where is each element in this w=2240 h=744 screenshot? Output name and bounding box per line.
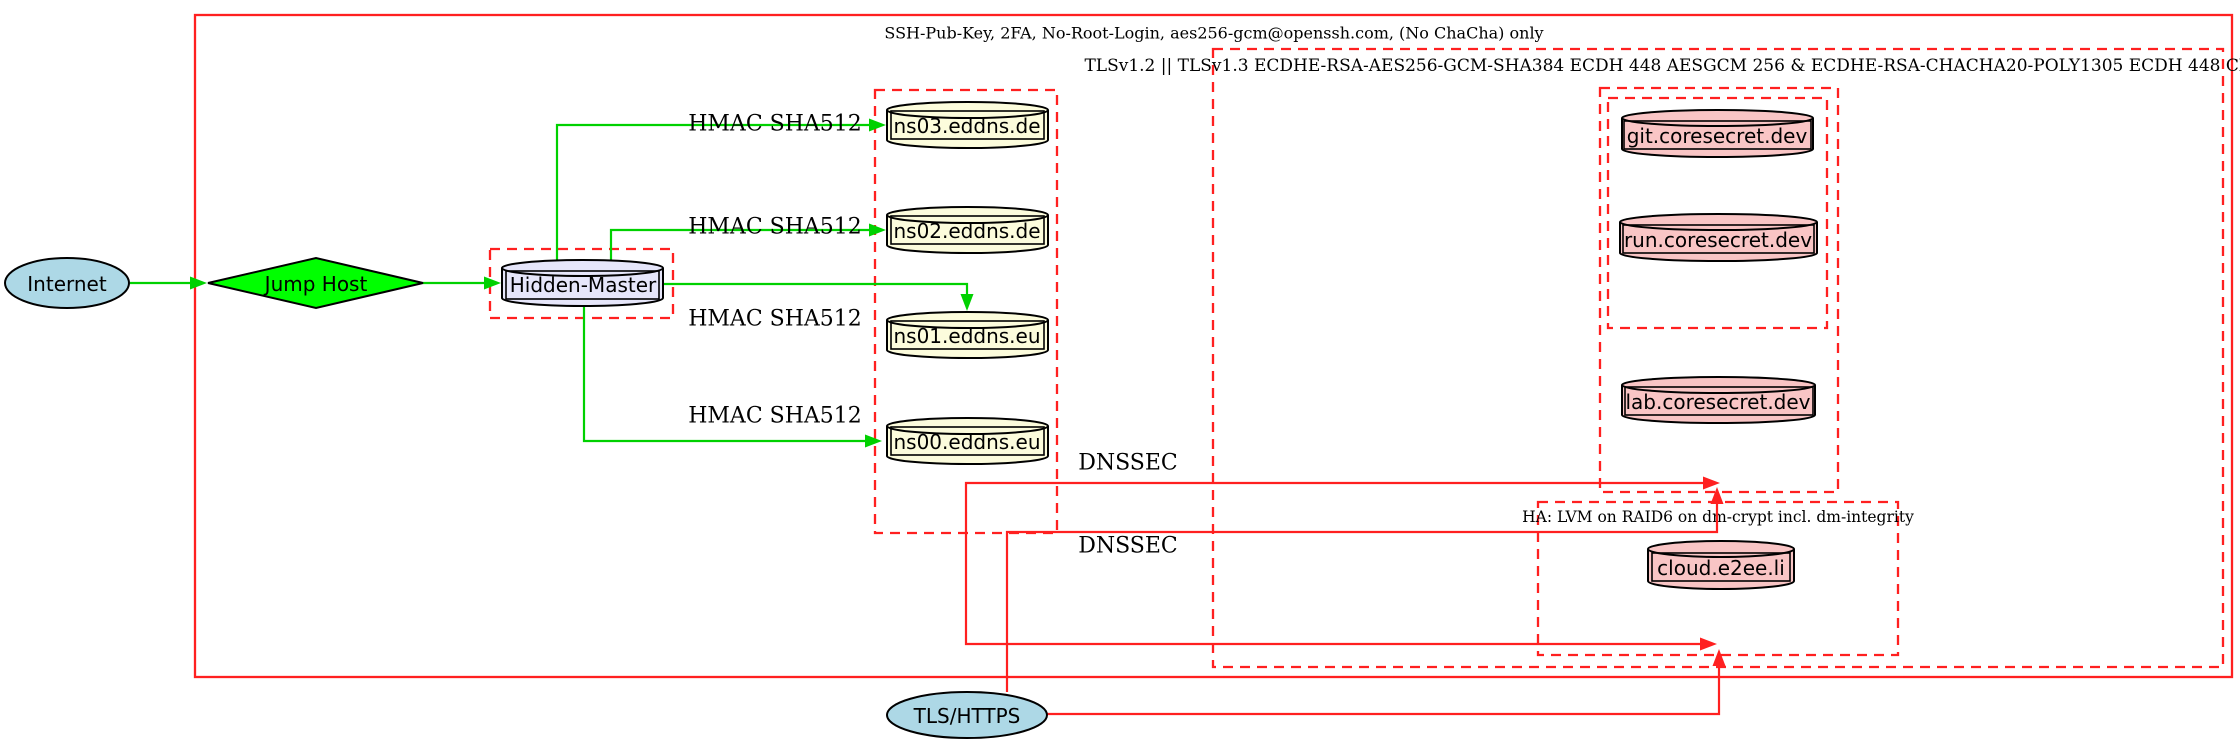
cloud-label-box <box>1651 552 1791 582</box>
node-tls-https: TLS/HTTPS <box>886 691 1048 739</box>
lab-cylinder-lid <box>1621 384 1816 394</box>
edge-label-dnssec-lower: DNSSEC <box>1078 534 1178 559</box>
node-lab: lab.coresecret.dev <box>1621 376 1816 424</box>
run-label: run.coresecret.dev <box>1624 228 1812 252</box>
edge-label-dnssec-upper: DNSSEC <box>1078 451 1178 476</box>
jump-host-label: Jump Host <box>263 272 368 296</box>
node-jump-host: Jump Host <box>207 256 424 310</box>
edge-label-hmac-ns02: HMAC SHA512 <box>688 215 862 240</box>
cluster-ssh-label: SSH-Pub-Key, 2FA, No-Root-Login, aes256-… <box>884 24 1543 43</box>
arrowhead-tlshttps-coresecret <box>1710 487 1724 504</box>
arrowhead-jumphost-hiddenmaster <box>484 276 501 290</box>
ns00-label: ns00.eddns.eu <box>893 430 1040 454</box>
git-label: git.coresecret.dev <box>1627 124 1808 148</box>
edge-tlshttps-ha <box>1047 665 1721 716</box>
arrowhead-hiddenmaster-ns00 <box>865 434 882 448</box>
ns03-label: ns03.eddns.de <box>893 114 1040 138</box>
edge-hiddenmaster-ns02 <box>609 228 869 261</box>
arrowhead-hiddenmaster-ns01 <box>960 294 974 311</box>
ns02-cylinder <box>886 206 1049 254</box>
node-ns01: ns01.eddns.eu <box>886 311 1049 359</box>
ns02-label: ns02.eddns.de <box>893 219 1040 243</box>
arrowhead-hiddenmaster-ns02 <box>869 223 886 237</box>
node-git: git.coresecret.dev <box>1621 109 1814 158</box>
ns01-cylinder <box>886 311 1049 359</box>
edge-label-hmac-ns00: HMAC SHA512 <box>688 404 862 429</box>
tls-https-ellipse <box>886 691 1048 739</box>
edge-hiddenmaster-ns01 <box>663 282 969 295</box>
lab-cylinder <box>1621 376 1816 424</box>
node-internet: Internet <box>4 257 130 309</box>
tls-https-label: TLS/HTTPS <box>913 704 1021 728</box>
edge-label-hmac-ns01: HMAC SHA512 <box>688 307 862 332</box>
ns01-cylinder-lid <box>886 319 1049 329</box>
ns00-cylinder-lid <box>886 425 1049 435</box>
internet-ellipse <box>4 257 130 309</box>
edge-dnssec-loop <box>964 481 1704 646</box>
cluster-ha-label: HA: LVM on RAID6 on dm-crypt incl. dm-in… <box>1522 508 1914 526</box>
internet-label: Internet <box>27 272 107 296</box>
ns01-label: ns01.eddns.eu <box>893 324 1040 348</box>
cluster-ssh-border <box>193 13 2234 679</box>
arrowhead-dnssec-lower <box>1700 637 1717 651</box>
arrowhead-tlshttps-ha <box>1712 649 1726 666</box>
node-ns03: ns03.eddns.de <box>886 101 1049 149</box>
arrowhead-hiddenmaster-ns03 <box>869 118 886 132</box>
ns01-label-box <box>890 320 1045 350</box>
ns00-label-box <box>890 426 1045 456</box>
arrowhead-internet-jumphost <box>190 276 207 290</box>
ns03-label-box <box>890 110 1045 140</box>
edge-label-hmac-ns03: HMAC SHA512 <box>688 112 862 137</box>
cluster-gitrun-border <box>1606 96 1829 330</box>
cluster-tls-label: TLSv1.2 || TLSv1.3 ECDHE-RSA-AES256-GCM-… <box>1084 56 2240 76</box>
ns00-cylinder <box>886 417 1049 465</box>
hidden-master-label-box <box>505 270 660 300</box>
edges-red <box>964 476 1726 716</box>
cloud-label: cloud.e2ee.li <box>1657 556 1785 580</box>
run-label-box <box>1622 224 1815 254</box>
cluster-coresecret-border <box>1598 86 1840 494</box>
node-ns00: ns00.eddns.eu <box>886 417 1049 465</box>
node-run: run.coresecret.dev <box>1619 213 1818 262</box>
lab-label: lab.coresecret.dev <box>1625 390 1810 414</box>
cluster-hidden-master-border <box>488 247 675 320</box>
jump-host-diamond <box>207 256 424 310</box>
hidden-master-label: Hidden-Master <box>510 273 657 297</box>
arrowhead-dnssec-upper <box>1703 476 1720 490</box>
node-hidden-master: Hidden-Master <box>501 259 664 307</box>
git-label-box <box>1623 120 1812 150</box>
edge-tlshttps-coresecret <box>1005 503 1719 692</box>
edge-hiddenmaster-ns00 <box>582 305 866 443</box>
edge-hiddenmaster-ns03 <box>555 123 869 261</box>
node-ns02: ns02.eddns.de <box>886 206 1049 254</box>
ns03-cylinder <box>886 101 1049 149</box>
lab-label-box <box>1624 386 1814 416</box>
edges-green <box>130 118 974 448</box>
node-cloud: cloud.e2ee.li <box>1647 540 1795 590</box>
ns02-label-box <box>890 215 1045 245</box>
ns03-cylinder-lid <box>886 109 1049 119</box>
cluster-ssh: SSH-Pub-Key, 2FA, No-Root-Login, aes256-… <box>193 13 2234 679</box>
edge-labels: HMAC SHA512 HMAC SHA512 HMAC SHA512 HMAC… <box>688 112 1178 559</box>
ns02-cylinder-lid <box>886 214 1049 224</box>
